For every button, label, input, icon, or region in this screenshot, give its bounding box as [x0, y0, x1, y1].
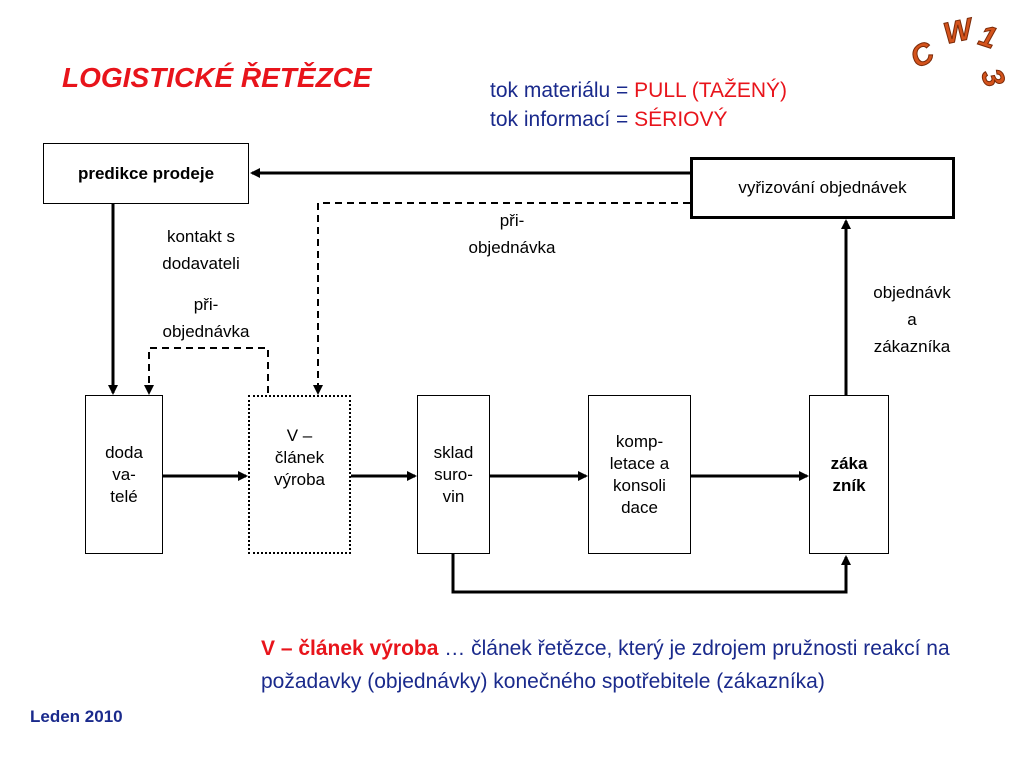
information-flow-value: SÉRIOVÝ	[634, 108, 728, 131]
description-text: V – článek výroba … článek řetězce, kter…	[261, 632, 1001, 698]
box-sales-forecast: predikce prodeje	[43, 143, 249, 204]
label-customer-order: objednávk a zákazníka	[852, 279, 972, 360]
flow-info: tok materiálu = PULL (TAŽENÝ) tok inform…	[490, 76, 787, 134]
box-assembly-line: dace	[621, 497, 658, 517]
cw13-logo: C W 1 3	[905, 12, 1011, 92]
label-pre-order-left-line: při-	[193, 295, 219, 314]
label-pre-order-top-line: při-	[499, 211, 525, 230]
dashed-v-link-to-suppliers	[144, 347, 269, 395]
information-flow-line: tok informací = SÉRIOVÝ	[490, 105, 787, 134]
label-customer-order-line: objednávk	[873, 283, 951, 302]
label-customer-order-line: a	[907, 310, 917, 329]
box-customer-line: zník	[832, 475, 866, 495]
page-title: LOGISTICKÉ ŘETĚZCE	[62, 62, 372, 93]
label-pre-order-top-line: objednávka	[468, 238, 556, 257]
material-flow-value: PULL (TAŽENÝ)	[634, 79, 788, 102]
material-flow-line: tok materiálu = PULL (TAŽENÝ)	[490, 76, 787, 105]
box-warehouse-line: suro-	[434, 464, 473, 484]
label-customer-order-line: zákazníka	[873, 337, 951, 356]
information-flow-prefix: tok informací =	[490, 108, 635, 131]
box-order-processing: vyřizování objednávek	[690, 157, 955, 219]
material-flow-prefix: tok materiálu =	[490, 79, 635, 102]
label-pre-order-left-line: objednávka	[162, 322, 250, 341]
box-suppliers: doda va- telé	[85, 395, 163, 554]
dashed-order-to-v-link	[313, 202, 690, 395]
box-suppliers-line: telé	[110, 486, 138, 506]
box-suppliers-line: va-	[112, 464, 136, 484]
label-supplier-contact: kontakt s dodavateli	[131, 223, 271, 277]
box-sales-forecast-label: predikce prodeje	[77, 163, 215, 183]
logo-letter-w: W	[941, 12, 978, 51]
box-order-processing-label: vyřizování objednávek	[738, 178, 907, 197]
box-v-link-line: článek	[274, 448, 325, 467]
box-v-link-production: V – článek výroba	[248, 395, 351, 554]
box-warehouse-line: vin	[442, 486, 465, 506]
arrow-warehouse-bypass-to-customer	[451, 553, 851, 594]
box-suppliers-line: doda	[105, 442, 143, 462]
box-v-link-line: výroba	[273, 470, 326, 489]
box-assembly-consolidation: komp- letace a konsoli dace	[588, 395, 691, 554]
box-assembly-line: komp-	[615, 431, 664, 451]
box-raw-material-warehouse: sklad suro- vin	[417, 395, 490, 554]
box-warehouse-line: sklad	[433, 442, 474, 462]
label-supplier-contact-line: dodavateli	[162, 254, 240, 273]
label-pre-order-left: při- objednávka	[136, 291, 276, 345]
box-assembly-line: letace a	[609, 453, 670, 473]
box-assembly-line: konsoli	[613, 475, 666, 495]
footer-date: Leden 2010	[30, 707, 123, 726]
description-rest: … článek řetězce, který je zdrojem pružn…	[261, 637, 950, 693]
description-highlight: V – článek výroba	[261, 637, 439, 660]
label-supplier-contact-line: kontakt s	[166, 227, 236, 246]
label-pre-order-top: při- objednávka	[442, 207, 582, 261]
box-customer-line: záka	[830, 453, 868, 473]
box-v-link-line: V –	[286, 426, 313, 445]
box-customer: záka zník	[809, 395, 889, 554]
